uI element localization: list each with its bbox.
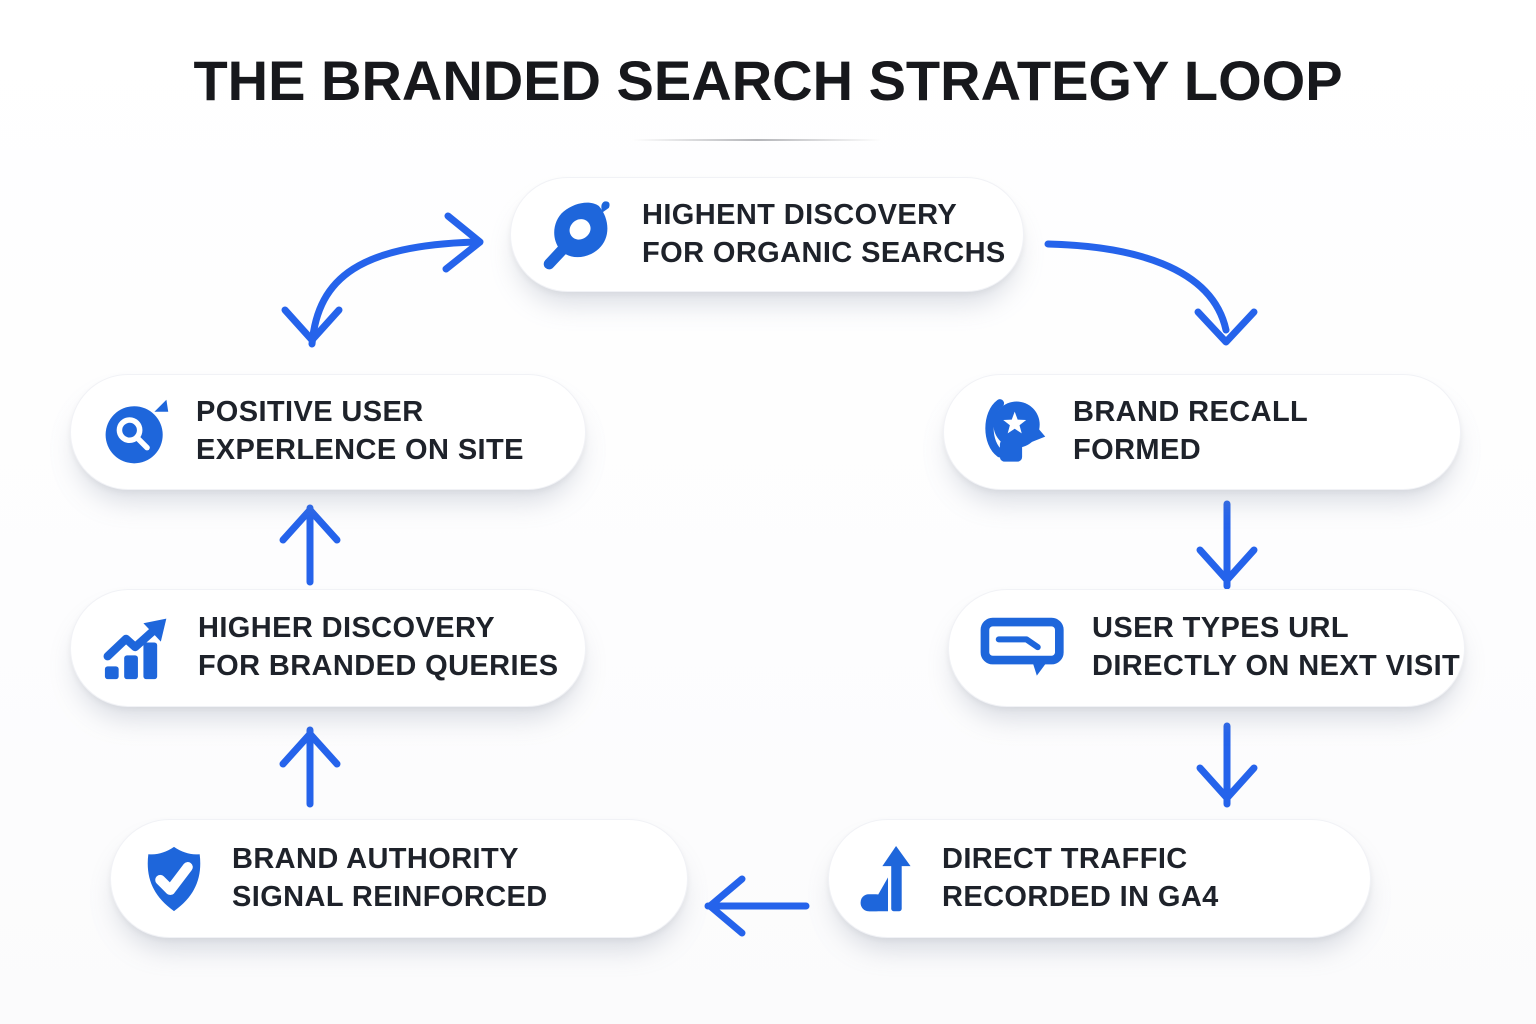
node-label: USER TYPES URL DIRECTLY ON NEXT VISIT (1092, 612, 1461, 682)
arrow-url-to-ga4 (1196, 722, 1258, 808)
node-types-url: USER TYPES URL DIRECTLY ON NEXT VISIT (948, 589, 1465, 707)
node-label: HIGHER DISCOVERY FOR BRANDED QUERIES (198, 612, 559, 682)
url-bar-icon (979, 616, 1067, 680)
arrow-branded-to-ux (279, 504, 341, 586)
arrow-authority-to-branded (279, 726, 341, 808)
node-direct-traffic: DIRECT TRAFFIC RECORDED IN GA4 (828, 819, 1371, 938)
node-positive-ux: POSITIVE USER EXPERLENCE ON SITE (70, 374, 586, 490)
node-brand-recall: BRAND RECALL FORMED (943, 374, 1461, 490)
node-branded-discovery: HIGHER DISCOVERY FOR BRANDED QUERIES (70, 589, 586, 707)
node-label: BRAND RECALL FORMED (1073, 396, 1309, 466)
node-brand-authority: BRAND AUTHORITY SIGNAL REINFORCED (110, 819, 688, 938)
node-label: POSITIVE USER EXPERLENCE ON SITE (196, 396, 524, 466)
page-title: THE BRANDED SEARCH STRATEGY LOOP (193, 49, 1343, 112)
shield-check-icon (141, 844, 207, 914)
arrow-ux-to-organic (281, 212, 484, 348)
arrow-organic-to-recall (1044, 240, 1258, 346)
bar-chart-growth-icon (101, 615, 173, 681)
node-label: HIGHENT DISCOVERY FOR ORGANIC SEARCHS (642, 198, 1006, 269)
head-star-icon (974, 395, 1048, 469)
search-leaf-icon (541, 197, 617, 273)
title-divider (632, 139, 882, 141)
node-label: BRAND AUTHORITY SIGNAL REINFORCED (232, 842, 548, 913)
analytics-arrow-icon (859, 843, 917, 915)
node-label: DIRECT TRAFFIC RECORDED IN GA4 (942, 842, 1219, 913)
arrow-recall-to-url (1196, 500, 1258, 590)
search-circle-icon (101, 397, 171, 467)
arrow-ga4-to-authority (704, 875, 810, 937)
node-organic-discovery: HIGHENT DISCOVERY FOR ORGANIC SEARCHS (510, 177, 1024, 292)
